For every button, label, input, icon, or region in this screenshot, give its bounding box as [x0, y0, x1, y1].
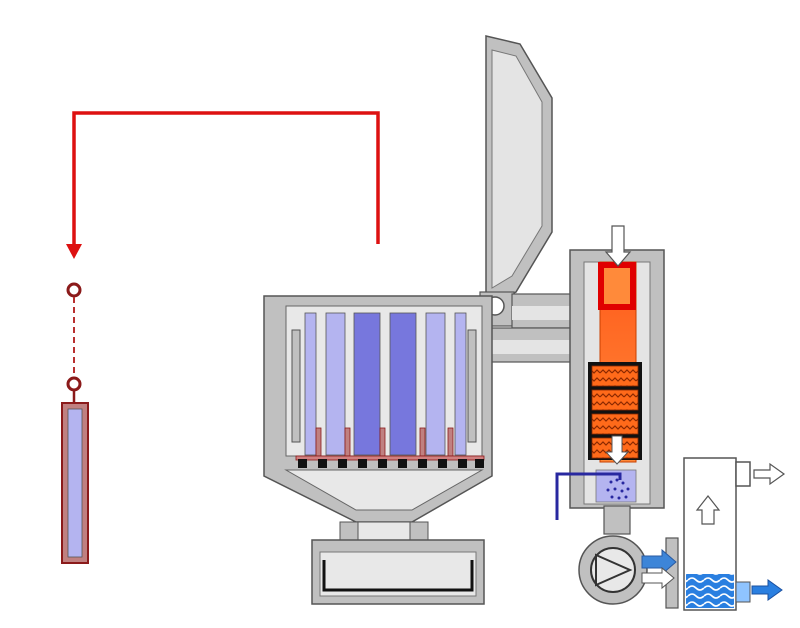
filter-housing	[555, 225, 665, 520]
furnace-cell	[304, 312, 317, 456]
spray-pipe	[555, 472, 622, 520]
copper-pin	[315, 427, 322, 457]
tray-liner	[322, 560, 474, 592]
furnace-vessel	[263, 295, 493, 550]
cell-body	[67, 408, 83, 558]
left-heater	[291, 329, 301, 443]
drain-arrow	[751, 579, 783, 601]
spray-droplets	[606, 478, 630, 500]
suspended-cell	[61, 282, 89, 564]
vessel-hopper	[284, 469, 484, 511]
pump	[578, 505, 679, 609]
furnace-cell	[353, 312, 381, 456]
furnace-cell	[389, 312, 417, 456]
tower-outlet	[735, 461, 751, 487]
grate-bar	[295, 455, 485, 461]
hinged-lid	[479, 35, 553, 327]
filter-stage-texture	[592, 390, 638, 410]
duct-upper-inner	[512, 306, 572, 320]
filter-stage-texture	[592, 414, 638, 434]
hook-ring-bottom	[66, 376, 82, 392]
tower-water-waves	[686, 574, 734, 608]
hot-zone-core	[604, 268, 630, 304]
lift-path-arrowhead	[66, 244, 82, 259]
pump-flow-arrow-white	[641, 566, 675, 590]
copper-pin	[344, 427, 351, 457]
lid-inner	[491, 49, 543, 289]
pump-flow-arrow-blue	[641, 548, 677, 576]
copper-pin	[419, 427, 426, 457]
tower-up-arrow	[695, 495, 721, 525]
furnace-cell	[425, 312, 446, 456]
copper-pin	[379, 427, 386, 457]
lift-path-line	[72, 111, 380, 248]
filtered-gas-arrow	[604, 435, 630, 465]
tower-exhaust-arrow	[753, 462, 786, 486]
furnace-cell	[325, 312, 346, 456]
copper-pin	[447, 427, 454, 457]
collection-tray	[311, 539, 485, 605]
furnace-cell	[454, 312, 467, 456]
drain-stub	[735, 581, 751, 603]
scrubber-tower	[683, 457, 786, 611]
right-heater	[467, 329, 477, 443]
gas-inlet-arrow	[604, 225, 632, 267]
filter-stage-texture	[592, 366, 638, 386]
hook-ring-top	[66, 282, 82, 298]
grate-blocks	[298, 459, 484, 468]
pump-direction-icon	[595, 553, 633, 587]
pump-stem	[603, 505, 631, 535]
